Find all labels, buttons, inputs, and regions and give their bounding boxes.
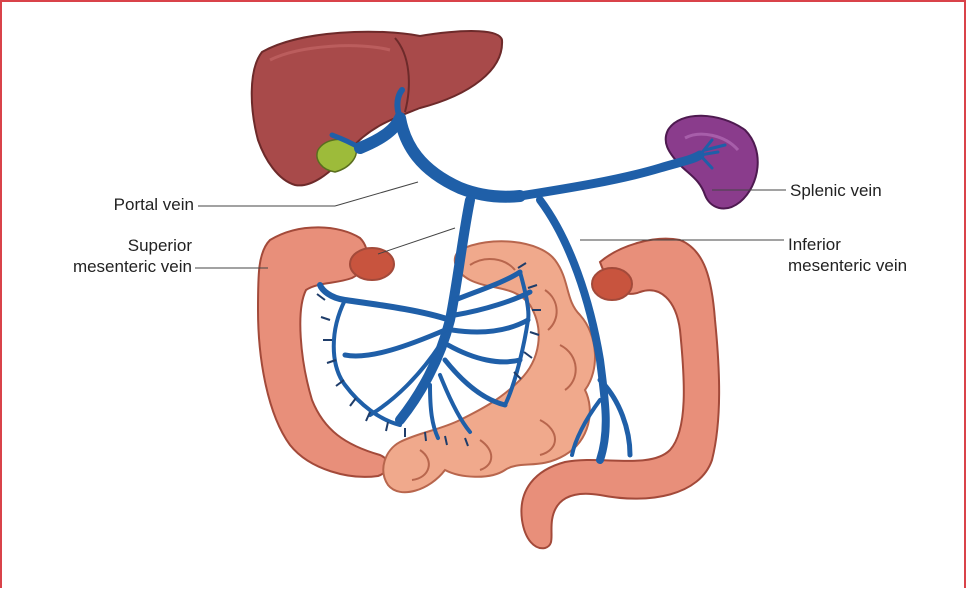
small-intestine bbox=[383, 241, 595, 492]
superior-mesenteric-vein-line2: mesenteric vein bbox=[40, 256, 192, 277]
inferior-mesenteric-vein-line1: Inferior bbox=[788, 234, 907, 255]
transverse-colon-cut-right bbox=[592, 268, 632, 300]
inferior-mesenteric-vein-line2: mesenteric vein bbox=[788, 255, 907, 276]
portal-vein-text: Portal vein bbox=[114, 195, 194, 214]
splenic-vein-path bbox=[520, 155, 700, 196]
superior-mesenteric-vein-label: Superior mesenteric vein bbox=[40, 235, 192, 277]
liver bbox=[252, 31, 502, 185]
superior-mesenteric-vein-line1: Superior bbox=[40, 235, 192, 256]
splenic-vein-label: Splenic vein bbox=[790, 180, 882, 201]
inferior-mesenteric-vein-label: Inferior mesenteric vein bbox=[788, 234, 907, 276]
transverse-colon-cut-left bbox=[350, 248, 394, 280]
splenic-vein-text: Splenic vein bbox=[790, 181, 882, 200]
portal-vein-trunk bbox=[360, 118, 520, 197]
portal-vein-label: Portal vein bbox=[60, 194, 194, 215]
